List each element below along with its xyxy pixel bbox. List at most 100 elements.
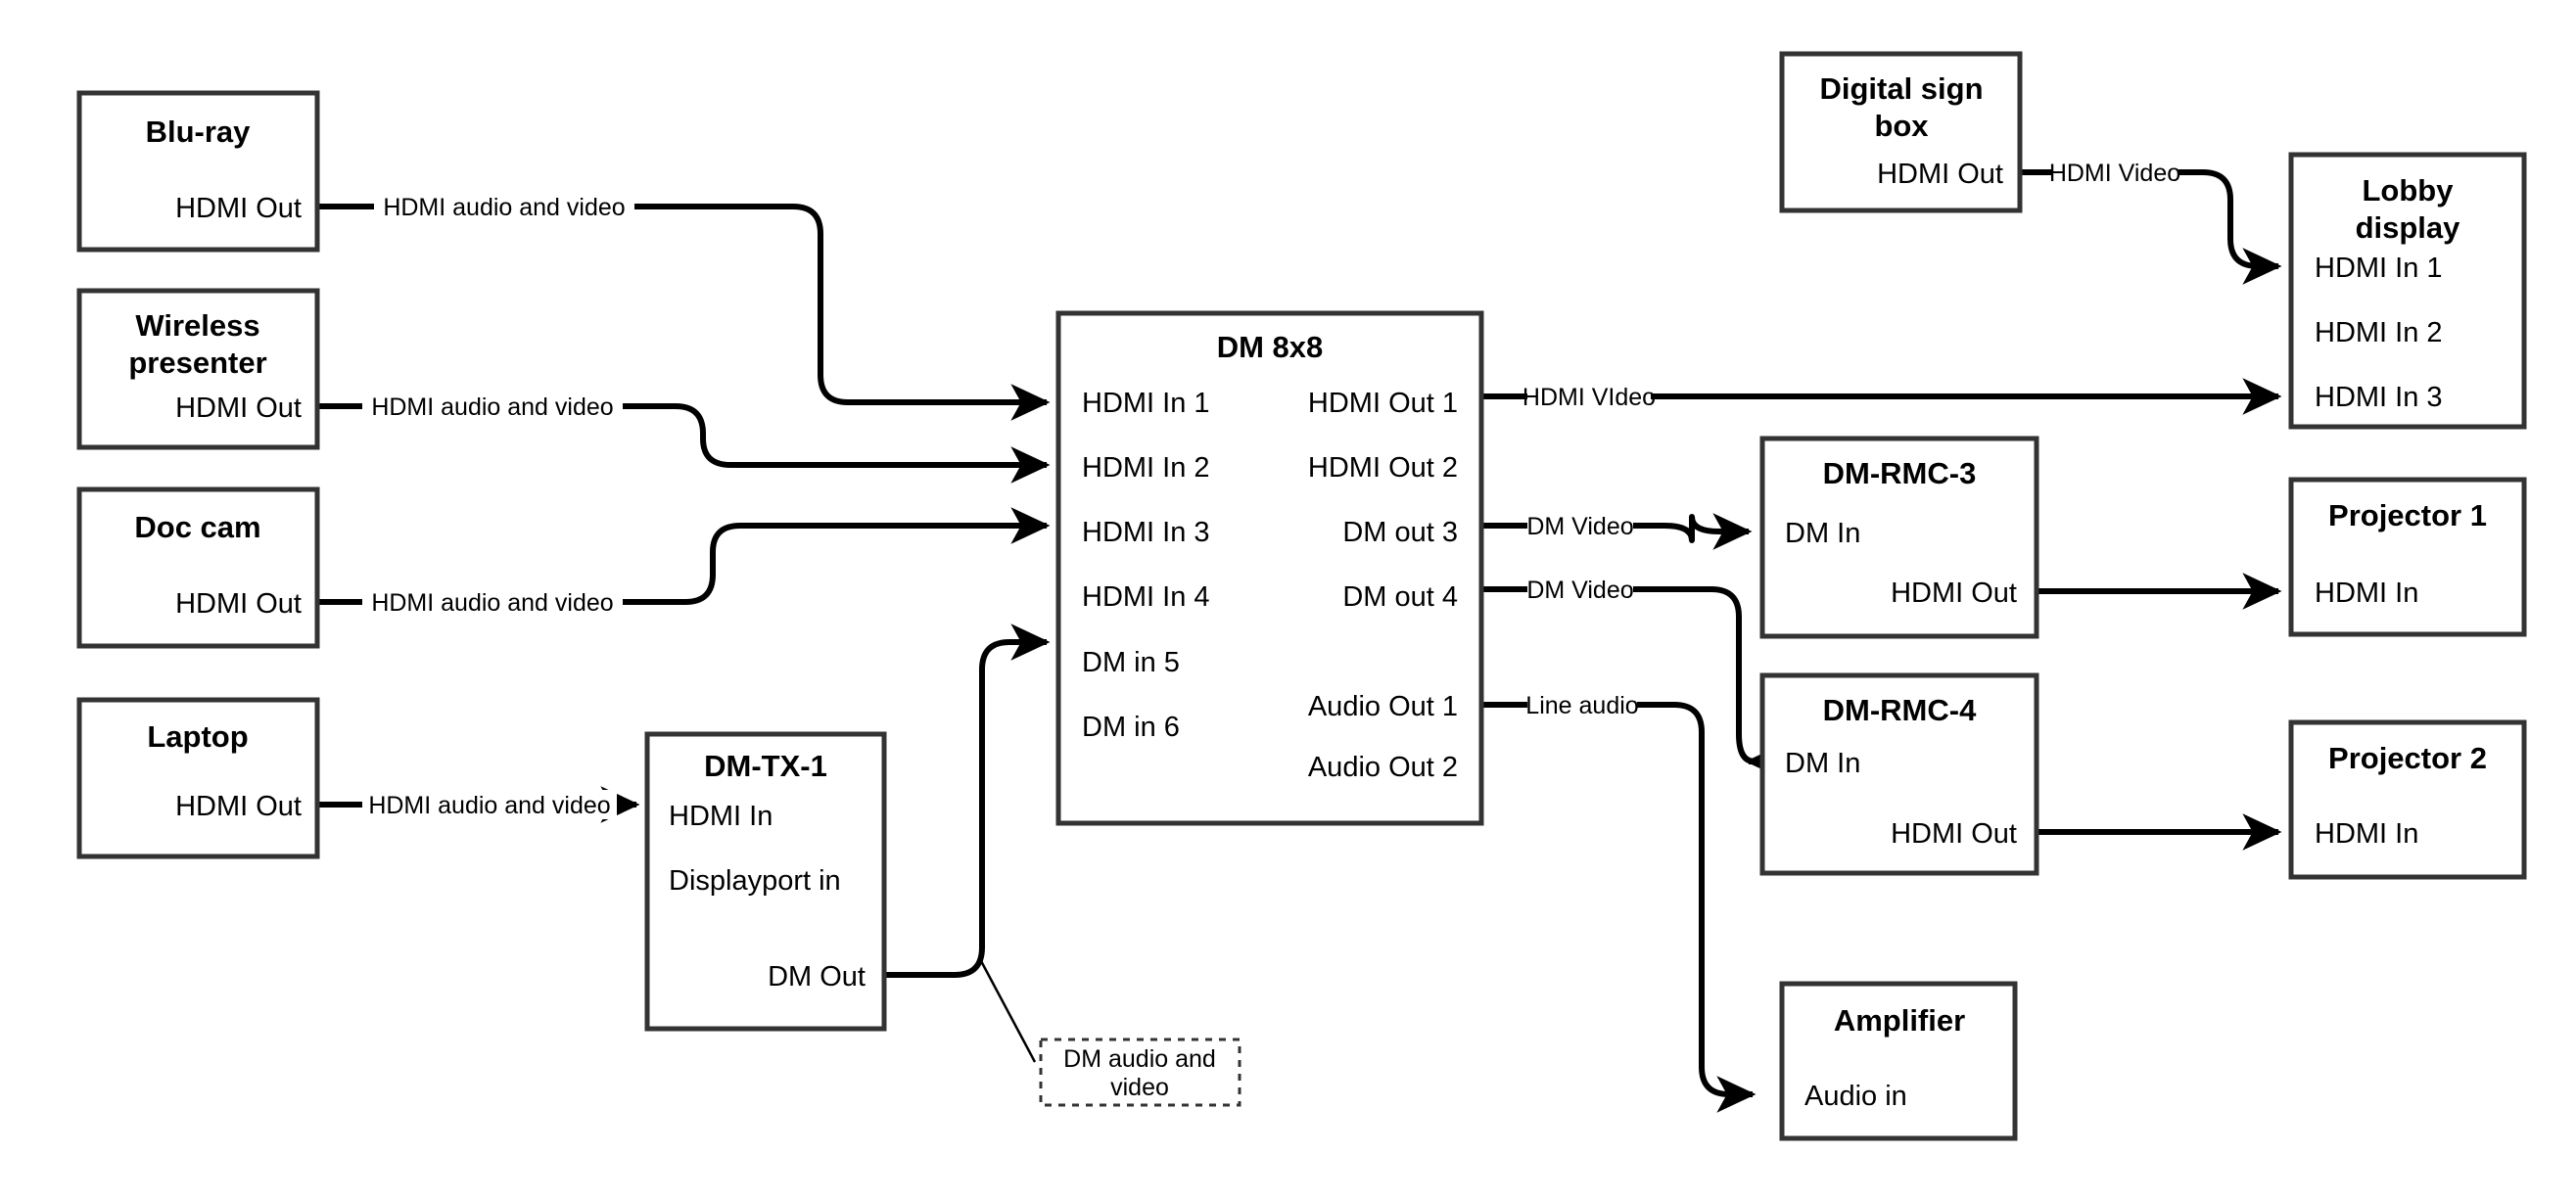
doc-cam-box[interactable]	[76, 486, 320, 649]
edge-label-out3-text: DM Video	[1526, 513, 1633, 540]
dm-rmc-4-title: DM-RMC-4	[1823, 693, 1977, 727]
lobby-display-box[interactable]	[2288, 152, 2527, 430]
dm-8x8-output-hdmi-out-1: HDMI Out 1	[1308, 388, 1458, 419]
dm-audio-video-note-line2: video	[1110, 1074, 1169, 1101]
projector-2-port-hdmi-in: HDMI In	[2315, 818, 2418, 850]
dm-tx-1-box[interactable]	[644, 731, 887, 1032]
dm-8x8-box[interactable]	[1055, 310, 1484, 826]
dm-8x8-output-audio-out-1: Audio Out 1	[1308, 691, 1458, 722]
node-dm-rmc-4[interactable]: DM-RMC-4 DM In HDMI Out	[1759, 672, 2039, 876]
lobby-display-port-hdmi-in-3: HDMI In 3	[2315, 382, 2443, 413]
dm-8x8-input-hdmi-in-1: HDMI In 1	[1082, 388, 1210, 419]
edge-label-dm8x8-out1-to-lobby: HDMI VIdeo	[1522, 382, 1656, 411]
node-dm-8x8[interactable]: DM 8x8 HDMI In 1 HDMI In 2 HDMI In 3 HDM…	[1055, 310, 1484, 826]
wire-doccam-to-dm8x8	[317, 507, 1051, 605]
dm-8x8-title: DM 8x8	[1217, 330, 1324, 364]
dm-tx-1-port-displayport-in: Displayport in	[669, 865, 841, 897]
dm-audio-video-note-box	[1039, 1038, 1241, 1107]
note-dm-audio-and-video: DM audio and video	[1039, 1038, 1241, 1107]
dm-8x8-input-dm-in-5: DM in 5	[1082, 647, 1180, 678]
wireless-presenter-box[interactable]	[76, 288, 320, 450]
digital-sign-box-box[interactable]	[1779, 51, 2023, 213]
projector-2-title: Projector 2	[2328, 741, 2487, 775]
digital-sign-box-title-line2: box	[1874, 109, 1929, 143]
edge-label-doccam-to-dm8x8: HDMI audio and video	[362, 587, 623, 617]
edge-label-audioout1-to-amplifier: Line audio	[1525, 690, 1639, 719]
digital-sign-box-title-line1: Digital sign	[1819, 71, 1983, 106]
node-digital-sign-box[interactable]: Digital sign box HDMI Out	[1779, 51, 2023, 213]
wire-bluray-to-dm8x8	[317, 204, 1051, 421]
node-dm-tx-1[interactable]: DM-TX-1 HDMI In Displayport in DM Out	[644, 731, 887, 1032]
dm-8x8-input-hdmi-in-3: HDMI In 3	[1082, 517, 1210, 548]
laptop-port-hdmi-out: HDMI Out	[175, 791, 302, 822]
lobby-display-title-line2: display	[2356, 210, 2461, 245]
dm-rmc-3-port-dm-in: DM In	[1785, 518, 1860, 549]
projector-1-box[interactable]	[2288, 477, 2527, 637]
leader-dm-audio-video-note	[977, 956, 1037, 1063]
amplifier-port-audio-in: Audio in	[1804, 1081, 1907, 1112]
projector-2-box[interactable]	[2288, 719, 2527, 880]
node-projector-1[interactable]: Projector 1 HDMI In	[2288, 477, 2527, 637]
node-laptop[interactable]: Laptop HDMI Out	[76, 697, 320, 859]
lobby-display-port-hdmi-in-2: HDMI In 2	[2315, 317, 2443, 348]
wireless-presenter-title-line1: Wireless	[135, 308, 259, 343]
dm-8x8-input-hdmi-in-4: HDMI In 4	[1082, 581, 1210, 613]
doc-cam-title: Doc cam	[134, 510, 260, 544]
wire-dm8x8-audioout1-to-amplifier	[1481, 702, 1756, 1113]
dm-rmc-3-port-hdmi-out: HDMI Out	[1891, 577, 2017, 609]
digital-sign-box-port-hdmi-out: HDMI Out	[1877, 159, 2003, 190]
dm-8x8-input-dm-in-6: DM in 6	[1082, 712, 1180, 743]
lobby-display-title-line1: Lobby	[2363, 173, 2455, 208]
wireless-presenter-port-hdmi-out: HDMI Out	[175, 393, 302, 424]
edge-label-wireless-text: HDMI audio and video	[371, 393, 613, 421]
dm-audio-video-note-line1: DM audio and	[1063, 1045, 1216, 1073]
node-projector-2[interactable]: Projector 2 HDMI In	[2288, 719, 2527, 880]
dm-8x8-output-dm-out-4: DM out 4	[1342, 581, 1458, 613]
node-doc-cam[interactable]: Doc cam HDMI Out	[76, 486, 320, 649]
dm-tx-1-port-dm-out: DM Out	[768, 961, 866, 993]
node-wireless-presenter[interactable]: Wireless presenter HDMI Out	[76, 288, 320, 450]
edge-label-doccam-text: HDMI audio and video	[371, 589, 613, 617]
doc-cam-port-hdmi-out: HDMI Out	[175, 588, 302, 620]
node-amplifier[interactable]: Amplifier Audio in	[1779, 981, 2018, 1141]
dm-rmc-3-box[interactable]	[1759, 436, 2039, 639]
bluray-port-hdmi-out: HDMI Out	[175, 193, 302, 224]
edge-label-dm8x8-out4-to-rmc4: DM Video	[1526, 575, 1634, 604]
projector-1-port-hdmi-in: HDMI In	[2315, 577, 2418, 609]
lobby-display-port-hdmi-in-1: HDMI In 1	[2315, 253, 2443, 284]
edge-label-out4-text: DM Video	[1526, 577, 1633, 604]
dm-8x8-input-hdmi-in-2: HDMI In 2	[1082, 452, 1210, 484]
wire-wireless-to-dm8x8	[317, 403, 1051, 484]
amplifier-box[interactable]	[1779, 981, 2018, 1141]
dm-rmc-4-box[interactable]	[1759, 672, 2039, 876]
edge-label-laptop-text: HDMI audio and video	[368, 792, 610, 819]
edge-label-sign-to-lobby: HDMI Video	[2049, 158, 2180, 187]
dm-tx-1-title: DM-TX-1	[704, 749, 827, 783]
edge-label-dm8x8-out3-to-rmc3: DM Video	[1526, 511, 1634, 540]
laptop-box[interactable]	[76, 697, 320, 859]
wireless-presenter-title-line2: presenter	[128, 346, 266, 380]
dm-8x8-output-audio-out-2: Audio Out 2	[1308, 752, 1458, 783]
bluray-title: Blu-ray	[146, 115, 252, 149]
laptop-title: Laptop	[147, 719, 248, 754]
dm-8x8-output-dm-out-3: DM out 3	[1342, 517, 1458, 548]
edge-label-sign-text: HDMI Video	[2049, 160, 2180, 187]
edge-label-out1-text: HDMI VIdeo	[1522, 384, 1656, 411]
dm-8x8-output-hdmi-out-2: HDMI Out 2	[1308, 452, 1458, 484]
node-dm-rmc-3[interactable]: DM-RMC-3 DM In HDMI Out	[1759, 436, 2039, 639]
dm-tx-1-port-hdmi-in: HDMI In	[669, 801, 773, 832]
dm-rmc-4-port-dm-in: DM In	[1785, 748, 1860, 779]
dm-rmc-3-title: DM-RMC-3	[1823, 456, 1977, 490]
dm-rmc-4-port-hdmi-out: HDMI Out	[1891, 818, 2017, 850]
edge-label-lineaudio-text: Line audio	[1525, 692, 1638, 719]
bluray-box[interactable]	[76, 90, 320, 253]
amplifier-title: Amplifier	[1834, 1003, 1965, 1038]
node-bluray[interactable]: Blu-ray HDMI Out	[76, 90, 320, 253]
projector-1-title: Projector 1	[2328, 498, 2487, 532]
wire-dm8x8-out3-to-rmc3	[1481, 513, 1753, 550]
node-lobby-display[interactable]: Lobby display HDMI In 1 HDMI In 2 HDMI I…	[2288, 152, 2527, 430]
edge-label-bluray-to-dm8x8: HDMI audio and video	[374, 192, 634, 221]
edge-label-bluray-text: HDMI audio and video	[383, 194, 625, 221]
